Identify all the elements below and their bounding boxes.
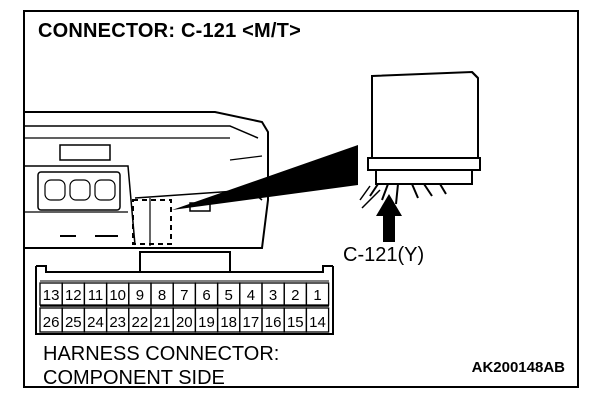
- pin-number: 7: [180, 287, 188, 304]
- pin-number: 24: [87, 314, 104, 331]
- pin-number: 1: [313, 287, 321, 304]
- pin-number: 4: [247, 287, 255, 304]
- callout-arrow: [376, 194, 402, 242]
- dashboard-illustration: [25, 111, 269, 249]
- diagram-title: CONNECTOR: C-121 <M/T>: [38, 20, 301, 42]
- pin-number: 2: [291, 287, 299, 304]
- pin-number: 22: [132, 314, 149, 331]
- pin-number: 11: [88, 287, 104, 304]
- pin-number: 20: [176, 314, 193, 331]
- figure-code: AK200148AB: [471, 359, 565, 376]
- pin-number: 14: [309, 314, 326, 331]
- pin-number: 8: [158, 287, 166, 304]
- pin-number: 19: [198, 314, 215, 331]
- pin-number: 23: [109, 314, 126, 331]
- caption-line-2: COMPONENT SIDE: [43, 367, 225, 389]
- pin-number: 9: [136, 287, 144, 304]
- pin-number: 16: [265, 314, 282, 331]
- pin-cell: [305, 282, 330, 306]
- pin-number: 6: [202, 287, 210, 304]
- pin-number: 13: [43, 287, 60, 304]
- pin-number: 17: [243, 314, 260, 331]
- caption: HARNESS CONNECTOR: COMPONENT SIDE: [43, 342, 279, 390]
- caption-line-1: HARNESS CONNECTOR:: [43, 343, 280, 365]
- pin-number: 15: [287, 314, 304, 331]
- pin-number: 25: [65, 314, 82, 331]
- component-module: [359, 70, 481, 209]
- harness-connector: [35, 251, 334, 335]
- pin-number: 3: [269, 287, 277, 304]
- pin-number: 18: [220, 314, 237, 331]
- pin-number: 26: [43, 314, 60, 331]
- diagram-frame: CONNECTOR: C-121 <M/T> C-121(Y) HARNESS …: [23, 10, 579, 390]
- pin-number: 21: [154, 314, 171, 331]
- projection-wedge: [172, 145, 358, 210]
- pin-number: 10: [109, 287, 126, 304]
- pin-number: 5: [225, 287, 233, 304]
- connector-callout-label: C-121(Y): [343, 244, 425, 266]
- pin-number: 12: [65, 287, 82, 304]
- pin-cell: [305, 307, 330, 333]
